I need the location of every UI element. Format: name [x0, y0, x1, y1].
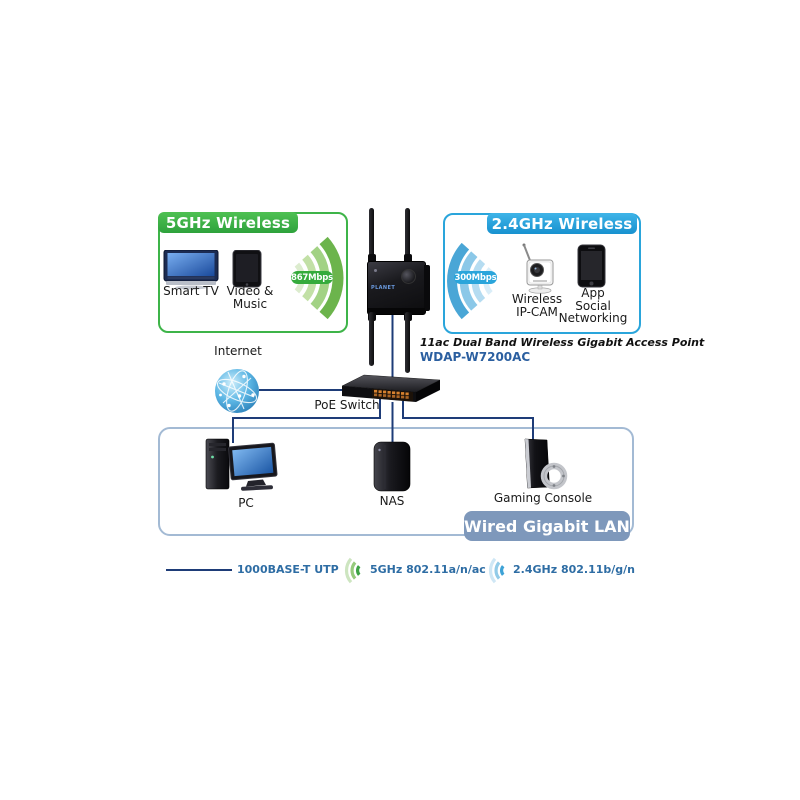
ip-camera-label: Wireless IP-CAM	[511, 292, 563, 319]
wifi-blue-icon	[488, 557, 505, 584]
antenna-icon	[369, 208, 374, 264]
internet-label: Internet	[214, 344, 262, 358]
five-ghz-header: 5GHz Wireless	[158, 212, 298, 233]
antenna-icon	[405, 312, 410, 373]
antenna-joint	[403, 254, 412, 263]
smart-tv-label: Smart TV	[163, 284, 219, 298]
speed-badge-5ghz-label: 867Mbps	[290, 272, 334, 283]
tablet-icon	[232, 250, 262, 288]
mount-flange	[424, 265, 430, 311]
bottom-strip	[368, 308, 425, 314]
legend: 1000BASE-T UTP 5GHz 802.11a/n/ac 2.4GHz …	[0, 550, 800, 590]
poe-switch-icon	[341, 374, 441, 402]
gaming-console-label: Gaming Console	[493, 491, 593, 505]
led-dot	[374, 269, 377, 272]
legend-24ghz-label: 2.4GHz 802.11b/g/n	[513, 563, 636, 576]
legend-5ghz-label: 5GHz 802.11a/n/ac	[370, 563, 486, 576]
poe-switch-label: PoE Switch	[314, 398, 380, 412]
ip-camera-icon	[522, 243, 554, 294]
access-point-device: PLANET	[367, 208, 430, 388]
legend-ethernet-label: 1000BASE-T UTP	[237, 563, 339, 576]
antenna-joint	[367, 254, 376, 263]
access-point-body: PLANET	[367, 261, 430, 315]
internet-globe-icon	[215, 369, 259, 413]
two-four-ghz-header: 2.4GHz Wireless	[487, 213, 637, 234]
access-point-model: WDAP-W7200AC	[420, 350, 531, 364]
planet-logo: PLANET	[371, 285, 396, 291]
nas-icon	[373, 441, 411, 492]
wired-lan-badge: Wired Gigabit LAN	[464, 511, 630, 541]
pc-icon	[205, 438, 278, 491]
wired-lan-badge-label: Wired Gigabit LAN	[464, 516, 630, 536]
video-music-label: Video & Music	[226, 284, 274, 311]
antenna-icon	[369, 312, 374, 366]
two-four-ghz-header-label: 2.4GHz Wireless	[491, 214, 633, 233]
speed-badge-24ghz-label: 300Mbps	[454, 272, 497, 283]
smartphone-icon	[577, 244, 606, 288]
round-port	[401, 269, 416, 284]
ethernet-line-swatch	[166, 569, 232, 571]
nas-label: NAS	[379, 494, 405, 508]
smart-tv-icon	[163, 250, 219, 290]
access-point-title: 11ac Dual Band Wireless Gigabit Access P…	[420, 336, 705, 349]
five-ghz-header-label: 5GHz Wireless	[165, 213, 291, 232]
gaming-console-icon	[524, 438, 568, 490]
pc-label: PC	[238, 496, 254, 510]
antenna-icon	[405, 208, 410, 264]
speed-badge-24ghz: 300Mbps	[454, 271, 497, 284]
wifi-green-icon	[344, 557, 361, 584]
smartphone-label: App Social Networking	[558, 286, 628, 326]
speed-badge-5ghz: 867Mbps	[291, 271, 333, 284]
